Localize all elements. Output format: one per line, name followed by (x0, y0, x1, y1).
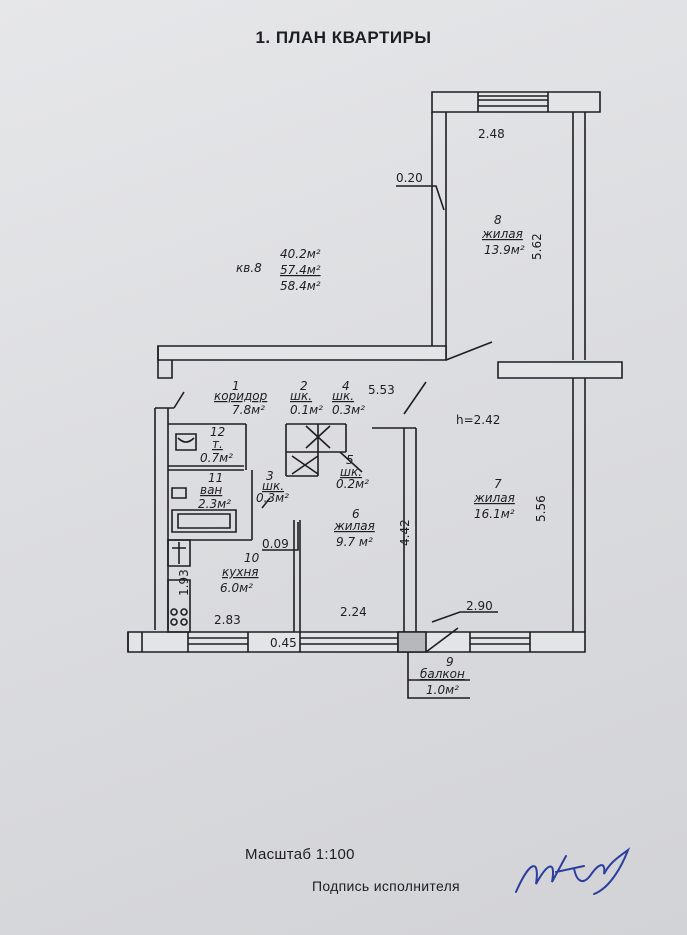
dim-leader-290 (431, 611, 498, 623)
partition-room6-room7 (372, 427, 417, 632)
dim-leader-020 (396, 185, 445, 211)
room1-area: 7.8м² (232, 403, 265, 417)
dim-4-42: 4.42 (398, 519, 412, 546)
dim-5-62: 5.62 (530, 233, 544, 260)
room9-area: 1.0м² (426, 683, 459, 697)
burner-4 (180, 618, 188, 626)
apartment-area-living: 40.2м² (280, 247, 321, 261)
room3-number: 3 (266, 469, 274, 483)
partition-kitchen-room6 (293, 520, 301, 632)
bath-sink (171, 487, 187, 499)
room10-name: кухня (222, 565, 259, 579)
room2-area: 0.1м² (290, 403, 323, 417)
scale-label: Масштаб 1:100 (245, 846, 355, 863)
wall-middle-left-stub (157, 346, 173, 379)
room7-number: 7 (494, 477, 502, 491)
door-room7 (403, 381, 427, 415)
room9-name: балкон (420, 667, 465, 681)
wall-room8-left (431, 112, 447, 358)
room11-area: 2.3м² (198, 497, 231, 511)
room11-name: ван (200, 483, 222, 497)
room4-area: 0.3м² (332, 403, 365, 417)
room4-number: 4 (342, 379, 350, 393)
room5-number: 5 (346, 453, 354, 467)
signature-label: Подпись исполнителя (312, 878, 460, 894)
door-left (173, 391, 185, 409)
page-title: 1. ПЛАН КВАРТИРЫ (255, 28, 432, 47)
closet-doors (261, 451, 363, 509)
room1-name: коридор (214, 389, 268, 403)
kitchen-counter (167, 579, 191, 633)
dim-5-56: 5.56 (534, 495, 548, 522)
balcony-door-arc (425, 627, 459, 653)
dim-1-93: 1.93 (177, 569, 191, 596)
room8-name: жилая (481, 227, 523, 241)
room12-name: т. (212, 437, 223, 451)
door-room8 (445, 341, 493, 361)
room3-name: шк. (262, 479, 284, 493)
room5-name: шк. (340, 465, 362, 479)
window-kitchen (187, 632, 249, 652)
wall-room8-right (572, 112, 586, 360)
room5-area: 0.2м² (336, 477, 369, 491)
apartment-area-with-balcony: 58.4м² (280, 279, 321, 293)
signature-mark (515, 847, 631, 895)
burner-3 (170, 618, 178, 626)
wall-room7-right (572, 378, 586, 632)
apartment-area-total: 57.4м² (280, 263, 321, 277)
room4-name: шк. (332, 389, 354, 403)
wall-left (154, 408, 169, 630)
dim-0-45: 0.45 (270, 636, 297, 650)
closet-cross (291, 425, 331, 475)
bottom-wall-pillar (397, 631, 427, 653)
room10-area: 6.0м² (220, 581, 253, 595)
room2-name: шк. (290, 389, 312, 403)
burner-1 (170, 608, 178, 616)
dim-0-20: 0.20 (396, 171, 423, 185)
room8-area: 13.9м² (484, 243, 525, 257)
dim-leader-009 (262, 522, 299, 551)
toilet-fixture (175, 433, 197, 451)
bathtub-fixture (171, 509, 237, 533)
room6-number: 6 (352, 507, 360, 521)
window-room8 (477, 92, 549, 112)
dim-2-83: 2.83 (214, 613, 241, 627)
partition-toilet (168, 423, 246, 471)
room12-area: 0.7м² (200, 451, 233, 465)
room9-number: 9 (446, 655, 454, 669)
burner-2 (180, 608, 188, 616)
room8-number: 8 (494, 213, 502, 227)
room6-area: 9.7 м² (336, 535, 373, 549)
closets (285, 423, 347, 477)
dim-5-53: 5.53 (368, 383, 395, 397)
ceiling-height: h=2.42 (456, 413, 500, 427)
room12-number: 12 (210, 425, 225, 439)
room1-number: 1 (232, 379, 240, 393)
dim-0-09: 0.09 (262, 537, 289, 551)
room10-number: 10 (244, 551, 260, 565)
room6-name: жилая (333, 519, 375, 533)
wall-middle (157, 345, 447, 361)
wall-bottom (127, 631, 586, 653)
window-room7 (469, 632, 531, 652)
room11-number: 11 (208, 471, 223, 485)
dim-2-48: 2.48 (478, 127, 505, 141)
wall-middle-right (497, 361, 623, 379)
dim-2-24: 2.24 (340, 605, 367, 619)
balcony (407, 652, 470, 699)
dim-2-90: 2.90 (466, 599, 493, 613)
room7-area: 16.1м² (474, 507, 515, 521)
wall-room8-top (431, 91, 601, 113)
room7-name: жилая (473, 491, 515, 505)
bottom-wall-left-end (127, 632, 143, 652)
room2-number: 2 (300, 379, 308, 393)
apartment-label: кв.8 (236, 261, 262, 275)
room3-area: 0.3м² (256, 491, 289, 505)
stove-fixture (167, 539, 191, 567)
